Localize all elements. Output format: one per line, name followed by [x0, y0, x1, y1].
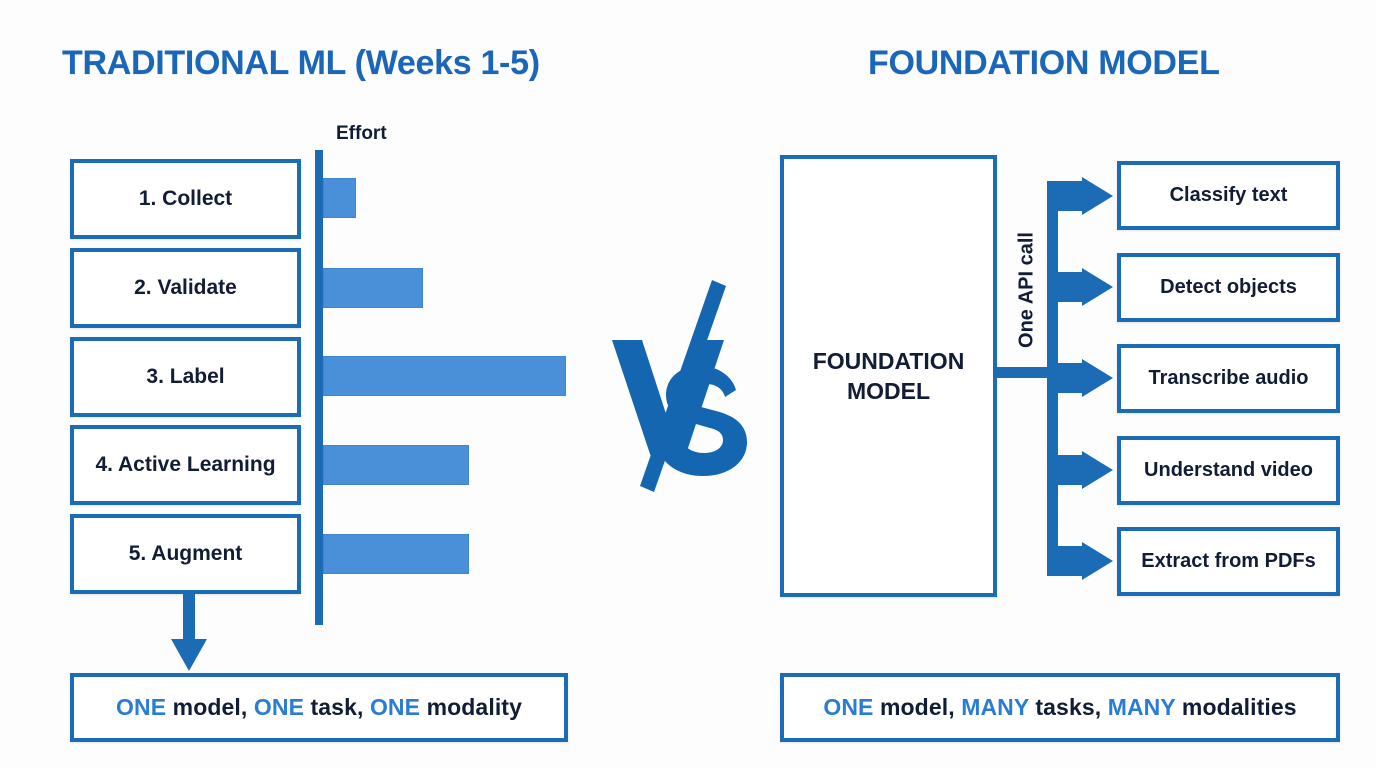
bar-validate: [323, 268, 423, 308]
stage-box-validate[interactable]: 2. Validate: [70, 248, 301, 328]
left-summary-banner: ONE model, ONE task, ONE modality: [70, 673, 568, 742]
stage-box-collect[interactable]: 1. Collect: [70, 159, 301, 239]
capability-label: Transcribe audio: [1148, 367, 1309, 389]
stage-label: 3. Label: [146, 365, 225, 388]
emphasis-word: ONE: [369, 694, 421, 720]
bar-augment: [323, 534, 469, 574]
plain-word: task,: [304, 694, 370, 720]
emphasis-word: ONE: [823, 694, 874, 720]
right-summary-banner: ONE model, MANY tasks, MANY modalities: [780, 673, 1340, 742]
versus-icon: [612, 280, 747, 492]
stage-label: 5. Augment: [128, 542, 243, 565]
chart-axis-line: [315, 150, 323, 625]
left-column-title: TRADITIONAL ML (Weeks 1-5): [62, 44, 540, 82]
capability-label: Detect objects: [1160, 276, 1297, 298]
capability-box-extract-from-pdfs[interactable]: Extract from PDFs: [1117, 527, 1340, 596]
stage-box-active-learning[interactable]: 4. Active Learning: [70, 425, 301, 505]
foundation-model-line2: MODEL: [846, 378, 931, 404]
capability-label: Extract from PDFs: [1141, 550, 1316, 572]
stage-label: 2. Validate: [134, 276, 237, 299]
plain-word: modalities: [1175, 694, 1297, 720]
foundation-model-box[interactable]: FOUNDATION MODEL: [780, 155, 997, 597]
left-summary-text: ONE model, ONE task, ONE modality: [116, 694, 522, 721]
down-arrow-icon: [171, 593, 207, 671]
capability-box-transcribe-audio[interactable]: Transcribe audio: [1117, 344, 1340, 413]
stage-box-augment[interactable]: 5. Augment: [70, 514, 301, 594]
right-summary-text: ONE model, MANY tasks, MANY modalities: [823, 694, 1296, 721]
stage-label: 1. Collect: [138, 187, 233, 210]
stage-label: 4. Active Learning: [95, 453, 276, 476]
one-api-call-label: One API call: [1015, 232, 1038, 348]
right-column-title: FOUNDATION MODEL: [868, 44, 1220, 82]
capability-box-detect-objects[interactable]: Detect objects: [1117, 253, 1340, 322]
emphasis-word: ONE: [116, 694, 167, 720]
plain-word: model,: [873, 694, 962, 720]
foundation-model-line1: FOUNDATION: [812, 347, 965, 374]
connector-trunk: [1047, 181, 1058, 565]
plain-word: modality: [420, 694, 522, 720]
emphasis-word: ONE: [253, 694, 305, 720]
bar-label: [323, 356, 566, 396]
plain-word: model,: [166, 694, 254, 720]
bar-active-learning: [323, 445, 469, 485]
capability-box-classify-text[interactable]: Classify text: [1117, 161, 1340, 230]
plain-word: tasks,: [1028, 694, 1108, 720]
emphasis-word: MANY: [961, 694, 1029, 720]
capability-label: Understand video: [1144, 459, 1313, 481]
capability-label: Classify text: [1169, 184, 1288, 206]
chart-legend-effort-label: Effort: [336, 123, 387, 144]
bar-collect: [323, 178, 356, 218]
emphasis-word: MANY: [1107, 694, 1176, 720]
connector-stem: [997, 367, 1052, 378]
stage-box-label[interactable]: 3. Label: [70, 337, 301, 417]
capability-box-understand-video[interactable]: Understand video: [1117, 436, 1340, 505]
